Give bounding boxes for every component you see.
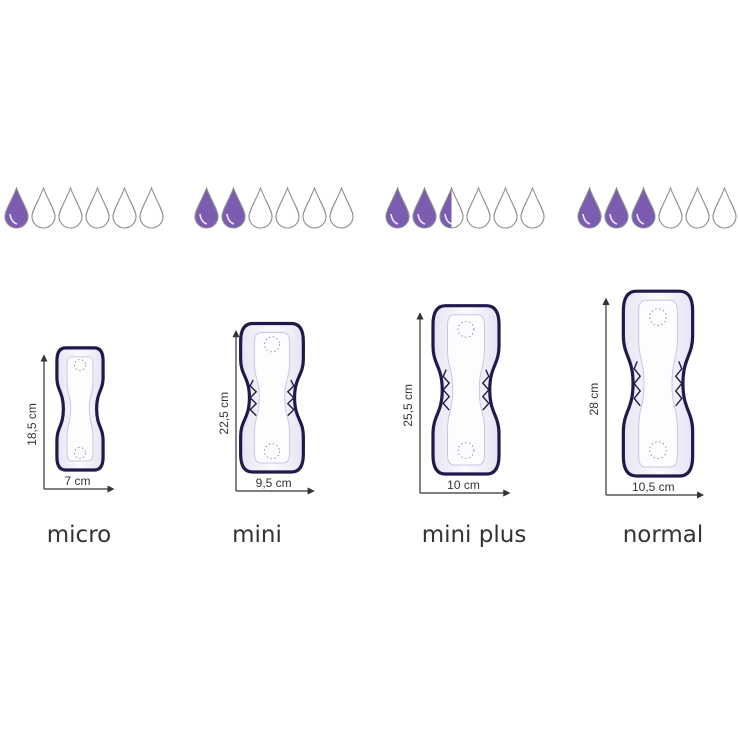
dimension-axes-micro [40, 354, 115, 493]
drop-icon-micro-5 [112, 186, 137, 229]
product-name-micro: micro [47, 522, 111, 548]
dimension-axes-mini [232, 330, 315, 495]
drop-icon-normal-2 [604, 186, 629, 229]
drop-icon-micro-3 [58, 186, 83, 229]
width-label-normal: 10,5 cm [632, 480, 675, 494]
pad-core-mini-plus [447, 314, 485, 466]
pad-mini [239, 321, 305, 474]
pad-core-mini [253, 332, 291, 464]
width-label-mini-plus: 10 cm [447, 478, 480, 492]
height-label-micro: 18,5 cm [25, 403, 39, 446]
pad-core-normal [638, 299, 678, 468]
pad-mini-plus [431, 304, 501, 476]
drop-icon-mini-2 [221, 186, 246, 229]
width-label-micro: 7 cm [65, 474, 91, 488]
drop-icon-micro-2 [31, 186, 56, 229]
pad-pattern-mini-plus-2 [457, 442, 475, 459]
width-label-mini: 9,5 cm [256, 476, 292, 490]
drop-icon-normal-6 [712, 186, 737, 229]
drop-icon-mini-5 [302, 186, 327, 229]
pad-micro [55, 346, 105, 472]
pad-pattern-normal-2 [649, 441, 667, 459]
drop-icon-normal-3 [631, 186, 656, 229]
pad-channel-mini-plus [481, 369, 490, 411]
drop-icon-micro-1 [4, 186, 29, 229]
pad-pattern-mini-2 [263, 443, 281, 460]
pad-channel-mini-plus [442, 369, 451, 411]
drop-icon-mini-1 [194, 186, 219, 229]
absorbency-drops-mini-plus [385, 186, 545, 229]
drop-icon-normal-1 [577, 186, 602, 229]
product-micro: 18,5 cm 7 cm micro [4, 186, 164, 548]
drop-icon-micro-4 [85, 186, 110, 229]
drop-icon-mini-3 [248, 186, 273, 229]
drop-icon-mini-plus-5 [493, 186, 518, 229]
drop-icon-normal-4 [658, 186, 683, 229]
product-name-normal: normal [623, 522, 704, 548]
dimension-axes-normal [602, 297, 705, 499]
height-label-mini-plus: 25,5 cm [401, 384, 415, 427]
absorbency-drops-micro [4, 186, 164, 229]
absorbency-drops-normal [577, 186, 737, 229]
height-label-mini: 22,5 cm [217, 392, 231, 435]
pad-pattern-normal-1 [649, 308, 667, 326]
product-mini-plus: 25,5 cm 10 cm mini plus [385, 186, 545, 548]
product-mini: 22,5 cm 9,5 cm mini [194, 186, 354, 548]
drop-icon-micro-6 [139, 186, 164, 229]
height-label-normal: 28 cm [587, 383, 601, 416]
product-name-mini: mini [232, 522, 282, 548]
drop-icon-mini-plus-4 [466, 186, 491, 229]
pad-channel-normal [674, 361, 683, 407]
pad-pattern-micro-2 [73, 446, 87, 459]
drop-icon-mini-4 [275, 186, 300, 229]
drop-icon-mini-plus-2 [412, 186, 437, 229]
pad-normal [621, 289, 695, 478]
drop-icon-mini-6 [329, 186, 354, 229]
pad-channel-mini [286, 379, 295, 417]
product-name-mini-plus: mini plus [422, 522, 527, 548]
dimension-axes-mini-plus [416, 312, 511, 497]
pad-channel-normal [633, 361, 642, 407]
product-normal: 28 cm 10,5 cm normal [577, 186, 737, 548]
drop-icon-normal-5 [685, 186, 710, 229]
pad-channel-mini [249, 379, 258, 417]
drop-icon-mini-plus-3 [439, 186, 464, 229]
pad-core-micro [66, 356, 94, 462]
pad-pattern-micro-1 [73, 358, 87, 372]
pad-pattern-mini-plus-1 [457, 320, 475, 338]
absorbency-drops-mini [194, 186, 354, 229]
drop-icon-mini-plus-6 [520, 186, 545, 229]
pad-pattern-mini-1 [263, 336, 281, 353]
drop-icon-mini-plus-1 [385, 186, 410, 229]
